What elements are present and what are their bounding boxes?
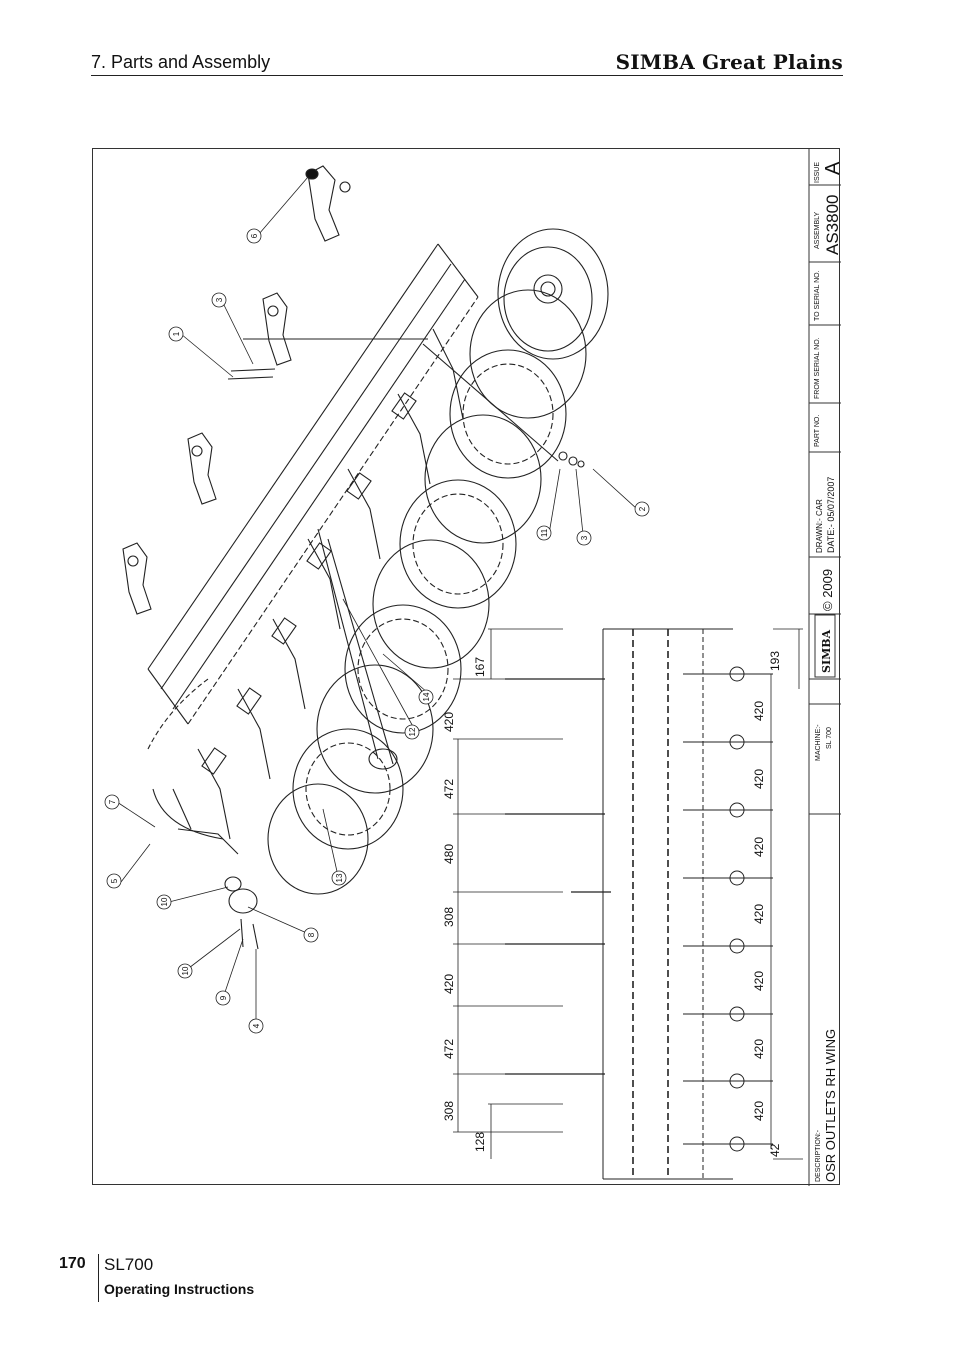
description-label: DESCRIPTION:- <box>815 1129 822 1182</box>
dim-left-167: 167 <box>473 657 487 677</box>
callout-9: 9 <box>219 995 228 1000</box>
dim-right-420a: 420 <box>752 701 766 721</box>
assembly-number: AS3800 <box>823 195 841 256</box>
callout-8: 8 <box>307 932 316 937</box>
callout-14: 14 <box>422 692 431 701</box>
dim-right-420e: 420 <box>752 971 766 991</box>
callout-11: 11 <box>540 528 549 537</box>
dim-left-308b: 308 <box>442 1101 456 1121</box>
issue-label: ISSUE <box>814 162 821 183</box>
dim-left-308: 308 <box>442 907 456 927</box>
dim-left-420b: 420 <box>442 974 456 994</box>
callout-10b: 10 <box>181 966 190 975</box>
dim-right-420f: 420 <box>752 1039 766 1059</box>
callout-4: 4 <box>252 1023 261 1028</box>
callout-5: 5 <box>110 878 119 883</box>
part-no-label: PART NO. <box>814 415 821 447</box>
dim-left-472b: 472 <box>442 1039 456 1059</box>
dim-left-480: 480 <box>442 844 456 864</box>
machine-model: SL 700 <box>826 727 833 749</box>
technical-drawing: ISSUE A ASSEMBLY AS3800 TO SERIAL NO. FR… <box>92 148 841 1186</box>
dim-right-420g: 420 <box>752 1101 766 1121</box>
machine-label: MACHINE:- <box>815 724 822 761</box>
callout-7: 7 <box>108 799 117 804</box>
section-title: 7. Parts and Assembly <box>91 52 271 72</box>
dim-left-128: 128 <box>473 1132 487 1152</box>
dim-right-420d: 420 <box>752 904 766 924</box>
callout-3b: 3 <box>580 535 589 540</box>
page-header: 7. Parts and Assembly SIMBA Great Plains <box>91 50 843 76</box>
issue-letter: A <box>822 161 841 175</box>
from-serial-label: FROM SERIAL NO. <box>814 337 821 399</box>
page-number: 170 <box>59 1255 86 1272</box>
header-rule <box>91 75 843 76</box>
to-serial-label: TO SERIAL NO. <box>814 270 821 321</box>
callout-6: 6 <box>250 233 259 238</box>
drawn-by: DRAWN:- CAR <box>815 499 824 553</box>
drawing-canvas: ISSUE A ASSEMBLY AS3800 TO SERIAL NO. FR… <box>104 149 841 1186</box>
copyright: © 2009 <box>820 569 835 611</box>
dim-right-193: 193 <box>768 651 782 671</box>
dim-right-420c: 420 <box>752 837 766 857</box>
callout-3: 3 <box>215 297 224 302</box>
dim-right-42: 42 <box>768 1143 782 1157</box>
dimensions: 167 420 472 480 308 420 472 308 128 193 … <box>442 651 782 1157</box>
dim-right-420b: 420 <box>752 769 766 789</box>
isometric-assembly <box>122 165 609 950</box>
callout-1: 1 <box>172 331 181 336</box>
plan-view <box>453 628 803 1180</box>
dim-left-420: 420 <box>442 712 456 732</box>
callouts <box>116 176 638 1021</box>
callout-13: 13 <box>335 873 344 882</box>
description-text: OSR OUTLETS RH WING <box>823 1029 838 1182</box>
drawing-date: DATE:- 05/07/2007 <box>826 477 836 553</box>
callout-2: 2 <box>638 506 647 511</box>
callout-10: 10 <box>160 897 169 906</box>
dim-left-472: 472 <box>442 779 456 799</box>
brand-logo: SIMBA Great Plains <box>615 50 843 74</box>
callout-bubbles: 1 2 3 3 4 5 6 7 8 9 10 10 11 12 13 14 <box>104 228 650 1034</box>
assembly-label: ASSEMBLY <box>814 211 821 249</box>
simba-logo: SIMBA <box>820 629 833 673</box>
callout-12: 12 <box>408 727 417 736</box>
title-block <box>808 149 841 1186</box>
title-block-text: ISSUE A ASSEMBLY AS3800 TO SERIAL NO. FR… <box>814 161 841 1182</box>
model-name: SL700 <box>104 1255 154 1274</box>
footer-subtitle: Operating Instructions <box>104 1281 255 1297</box>
footer-divider <box>98 1254 99 1302</box>
